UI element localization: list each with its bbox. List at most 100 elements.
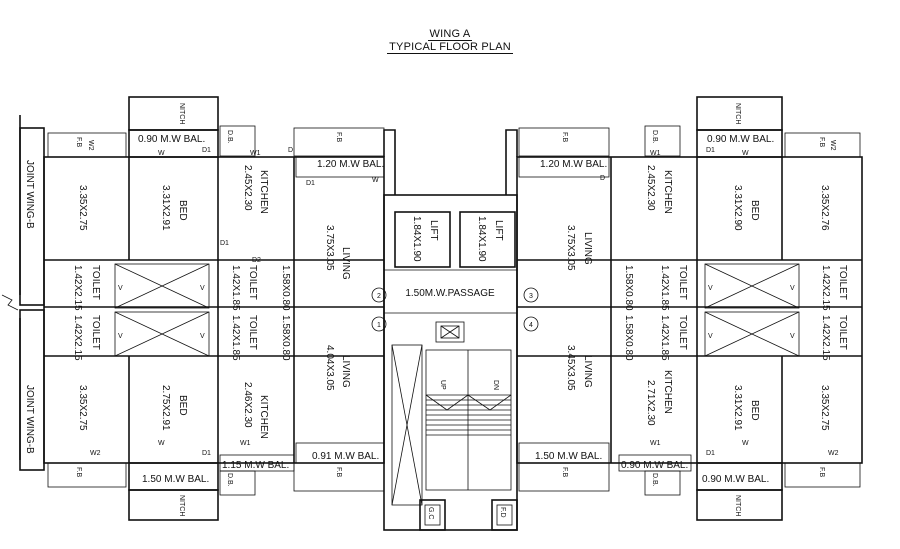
br-bed-name: BED <box>749 400 760 421</box>
unit-no-4: 4 <box>529 322 533 329</box>
tl-wb-dim: 1.58X0.80 <box>280 265 291 311</box>
tr-toilet-left-name: TOILET <box>677 265 688 300</box>
stair-dn: DN <box>492 380 499 390</box>
d2-tl: D2 <box>252 257 261 264</box>
bl-wb-dim: 1.58X0.80 <box>280 315 291 361</box>
bl-toilet-left-dim: 1.42X2.15 <box>72 315 83 361</box>
bl-bed-name: BED <box>177 395 188 416</box>
w-tl1: W <box>158 150 165 157</box>
w1-bl: W1 <box>240 440 251 447</box>
w2-tl: W2 <box>87 140 94 151</box>
tr-living-dim: 3.75X3.05 <box>565 225 576 271</box>
gc-label: G.C <box>427 507 434 519</box>
nitch-label-tr: NITCH <box>734 103 741 124</box>
br-wet-area: V V 1.58X0.80 TOILET 1.42X1.85 TOILET 1.… <box>623 311 848 361</box>
d-tl-living: D <box>288 147 293 154</box>
db-tl: D.B. <box>226 130 233 144</box>
lift1-dim: 1.84X1.90 <box>411 216 422 262</box>
d1-tl-liv: D1 <box>306 180 315 187</box>
db-br: D.B. <box>651 473 658 487</box>
tr-toilet-left-dim: 1.42X1.85 <box>659 265 670 311</box>
v-bl-left: V <box>118 333 123 340</box>
passage-label: 1.50M.W.PASSAGE <box>405 288 495 299</box>
w-tl-living: W <box>372 177 379 184</box>
bl-small-balcony: 1.15 M.W BAL. <box>222 460 289 471</box>
v-bl-right: V <box>200 333 205 340</box>
fd-label: F.D <box>499 507 506 518</box>
v-br-left: V <box>708 333 713 340</box>
tr-wb-dim: 1.58X0.80 <box>623 265 634 311</box>
tr-bed-dim: 3.31X2.90 <box>732 185 743 231</box>
tl-bed-name: BED <box>177 200 188 221</box>
br-wb-dim: 1.58X0.80 <box>623 315 634 361</box>
db-bl: D.B. <box>226 473 233 487</box>
br-small-balcony: 0.90 M.W BAL. <box>621 460 688 471</box>
bl-living-balcony: 0.91 M.W BAL. <box>312 451 379 462</box>
tr-bed-name: BED <box>749 200 760 221</box>
d1-br: D1 <box>706 450 715 457</box>
bl-living-name: LIVING <box>340 355 351 388</box>
w1-tr: W1 <box>650 150 661 157</box>
br-toilet-right-dim: 1.42X2.15 <box>820 315 831 361</box>
unit-no-1: 1 <box>377 322 381 329</box>
tr-balcony-label: 0.90 M.W BAL. <box>707 134 774 145</box>
d1-tr: D1 <box>706 147 715 154</box>
plan-title-floor: TYPICAL FLOOR PLAN <box>387 41 513 54</box>
v-br-right: V <box>790 333 795 340</box>
unit-no-2: 2 <box>377 293 381 300</box>
w-br: W <box>742 440 749 447</box>
lift2-name: LIFT <box>493 220 504 241</box>
br-kitchen-dim: 2.71X2.30 <box>645 380 656 426</box>
tr-toilet-right-dim: 1.42X2.15 <box>820 265 831 311</box>
fb-tl-living: F.B <box>335 132 342 142</box>
w2-br: W2 <box>828 450 839 457</box>
w1-br: W1 <box>650 440 661 447</box>
fb-tr-living: F.B <box>561 132 568 142</box>
tl-toilet-right-dim: 1.42X1.85 <box>230 265 241 311</box>
d-tr-living: D <box>600 175 605 182</box>
d1-bl: D1 <box>202 450 211 457</box>
lift1-name: LIFT <box>428 220 439 241</box>
tl-balcony-label: 0.90 M.W BAL. <box>138 134 205 145</box>
w1-tl: W1 <box>250 150 261 157</box>
nitch-label-bl: NITCH <box>178 495 185 516</box>
br-bed-balcony: 0.90 M.W BAL. <box>702 474 769 485</box>
br-room-dim: 3.35X2.75 <box>819 385 830 431</box>
bl-toilet-right-name: TOILET <box>247 315 258 350</box>
w2-tr: W2 <box>829 140 836 151</box>
unit-no-3: 3 <box>529 293 533 300</box>
tl-toilet-right-name: TOILET <box>247 265 258 300</box>
br-toilet-right-name: TOILET <box>837 315 848 350</box>
fb-br: F.B <box>818 467 825 477</box>
fb-bl: F.B <box>75 467 82 477</box>
v-tr-left: V <box>708 285 713 292</box>
fb-tr: F.B <box>818 137 825 147</box>
d1-tl-kit: D1 <box>220 240 229 247</box>
br-toilet-left-dim: 1.42X1.85 <box>659 315 670 361</box>
tl-living-dim: 3.75X3.05 <box>324 225 335 271</box>
tl-toilet-left-name: TOILET <box>90 265 101 300</box>
br-toilet-left-name: TOILET <box>677 315 688 350</box>
tl-kitchen-name: KITCHEN <box>258 170 269 214</box>
tr-living-balcony: 1.20 M.W BAL. <box>540 159 607 170</box>
stair-up: UP <box>439 380 446 390</box>
tl-wet-area: V V TOILET 1.42X2.15 TOILET 1.42X1.85 1.… <box>72 257 291 311</box>
nitch-label-tl: NITCH <box>178 103 185 124</box>
tr-kitchen-dim: 2.45X2.30 <box>645 165 656 211</box>
bl-kitchen-name: KITCHEN <box>258 395 269 439</box>
db-tr: D.B. <box>651 130 658 144</box>
tl-bed-dim: 3.31X2.91 <box>160 185 171 231</box>
outer-walls <box>43 156 863 531</box>
bl-living-dim: 4.04X3.05 <box>324 345 335 391</box>
w2-bl: W2 <box>90 450 101 457</box>
fb-br-living: F.B <box>561 467 568 477</box>
w-bl: W <box>158 440 165 447</box>
bl-bed-balcony: 1.50 M.W BAL. <box>142 474 209 485</box>
tr-kitchen-name: KITCHEN <box>662 170 673 214</box>
tl-room-dim: 3.35X2.75 <box>77 185 88 231</box>
bl-wet-area: V V TOILET 1.42X2.15 TOILET 1.42X1.85 1.… <box>72 311 291 361</box>
br-bed-dim: 3.31X2.91 <box>732 385 743 431</box>
br-living-dim: 3.45X3.05 <box>565 345 576 391</box>
unit-bottom-right: LIVING 3.45X3.05 KITCHEN 2.71X2.30 BED 3… <box>518 345 861 521</box>
